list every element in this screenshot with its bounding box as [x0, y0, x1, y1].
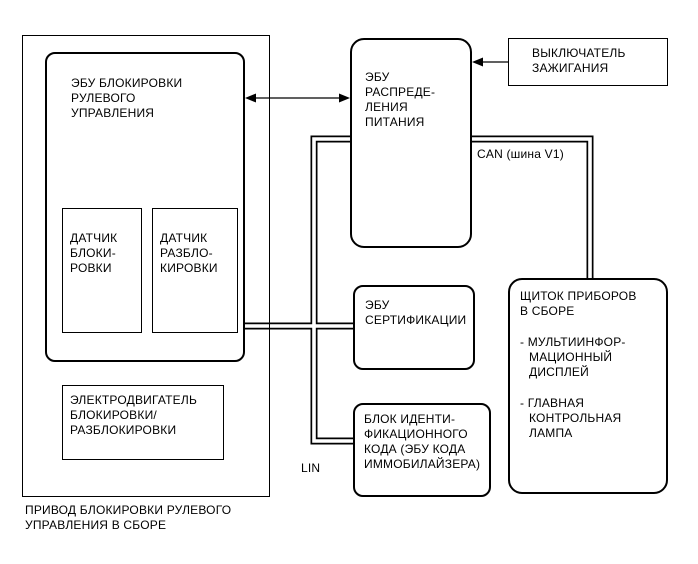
ignition-arrow	[472, 57, 508, 67]
lock-unlock-motor-label: ЭЛЕКТРОДВИГАТЕЛЬ БЛОКИРОВКИ/ РАЗБЛОКИРОВ…	[70, 393, 198, 437]
unlock-sensor-block: ДАТЧИК РАЗБЛО- КИРОВКИ	[152, 208, 238, 333]
steering-lock-actuator-assembly-frame	[22, 35, 270, 497]
instrument-cluster-block: ЩИТОК ПРИБОРОВ В СБОРЕ - МУЛЬТИИНФОР- МА…	[508, 278, 668, 494]
assembly-caption: ПРИВОД БЛОКИРОВКИ РУЛЕВОГО УПРАВЛЕНИЯ В …	[25, 503, 232, 532]
steering-lock-ecu-label: ЭБУ БЛОКИРОВКИ РУЛЕВОГО УПРАВЛЕНИЯ	[71, 76, 183, 120]
id-code-box-label: БЛОК ИДЕНТИ- ФИКАЦИОННОГО КОДА (ЭБУ КОДА…	[364, 412, 481, 471]
ignition-switch-block: ВЫКЛЮЧАТЕЛЬ ЗАЖИГАНИЯ	[508, 38, 668, 86]
lin-bus-label: LIN	[301, 461, 321, 475]
ignition-switch-label: ВЫКЛЮЧАТЕЛЬ ЗАЖИГАНИЯ	[532, 46, 626, 75]
bidirectional-arrow	[245, 93, 350, 103]
power-distribution-ecu-block: ЭБУ РАСПРЕДЕ- ЛЕНИЯ ПИТАНИЯ	[350, 38, 472, 248]
instrument-cluster-item-display: - МУЛЬТИИНФОР- МАЦИОННЫЙ ДИСПЛЕЙ	[520, 335, 626, 379]
lock-sensor-block: ДАТЧИК БЛОКИ- РОВКИ	[62, 208, 142, 333]
unlock-sensor-label: ДАТЧИК РАЗБЛО- КИРОВКИ	[160, 231, 218, 275]
can-lin-bus-trunk-core	[312, 137, 592, 443]
power-distribution-ecu-label: ЭБУ РАСПРЕДЕ- ЛЕНИЯ ПИТАНИЯ	[365, 70, 436, 129]
arrowhead-right-icon	[339, 93, 350, 103]
lock-unlock-motor-block: ЭЛЕКТРОДВИГАТЕЛЬ БЛОКИРОВКИ/ РАЗБЛОКИРОВ…	[62, 385, 224, 460]
bus-lines-core	[245, 137, 592, 443]
instrument-cluster-item-warning-lamp: - ГЛАВНАЯ КОНТРОЛЬНАЯ ЛАМПА	[520, 396, 622, 440]
ignition-arrowhead-icon	[472, 57, 483, 67]
instrument-cluster-title: ЩИТОК ПРИБОРОВ В СБОРЕ	[520, 289, 637, 318]
certification-ecu-label: ЭБУ СЕРТИФИКАЦИИ	[365, 298, 467, 327]
id-code-box-block: БЛОК ИДЕНТИ- ФИКАЦИОННОГО КОДА (ЭБУ КОДА…	[353, 403, 491, 497]
arrowhead-left-icon	[245, 93, 256, 103]
certification-ecu-block: ЭБУ СЕРТИФИКАЦИИ	[353, 285, 475, 370]
can-bus-label: CAN (шина V1)	[477, 147, 564, 161]
lock-sensor-label: ДАТЧИК БЛОКИ- РОВКИ	[70, 231, 118, 275]
